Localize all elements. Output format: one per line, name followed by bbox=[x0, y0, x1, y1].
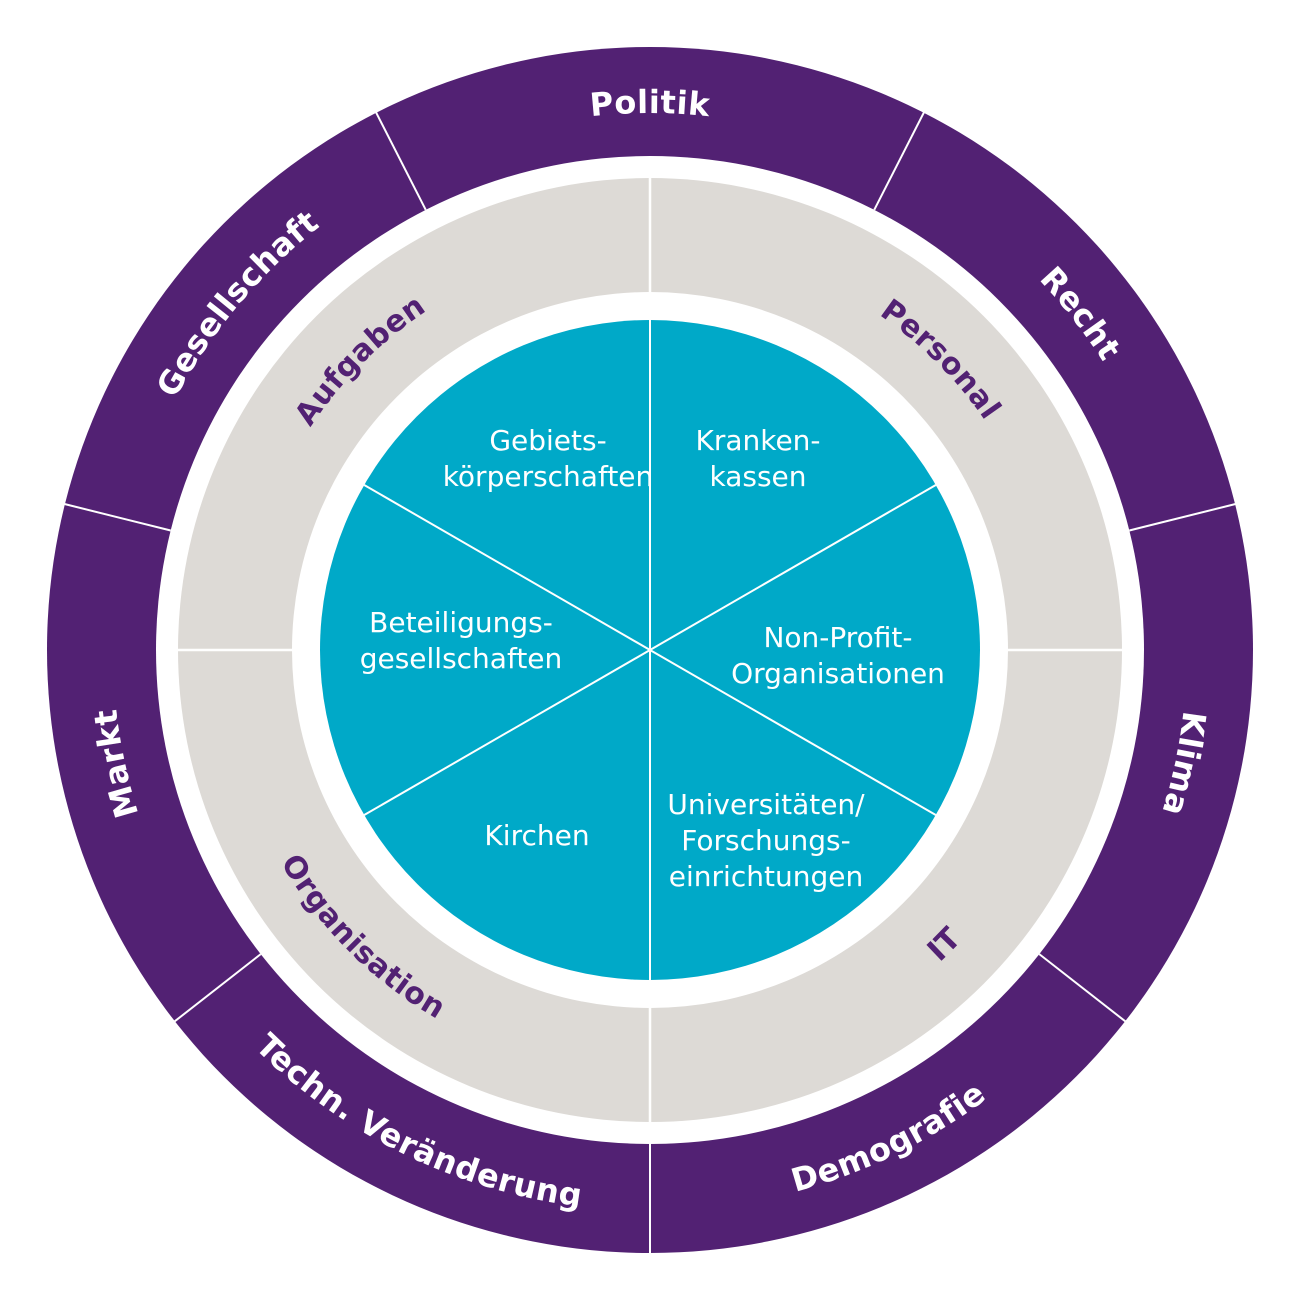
inner-label-line: Non-Profit- bbox=[763, 621, 912, 654]
inner-label-line: gesellschaften bbox=[360, 642, 563, 675]
inner-divider bbox=[649, 484, 937, 651]
inner-circle bbox=[320, 320, 980, 980]
inner-label-line: Organisationen bbox=[731, 657, 945, 690]
inner-label-non-profit-organisationen: Non-Profit-Organisationen bbox=[731, 621, 945, 690]
outer-divider bbox=[374, 110, 427, 211]
inner-label-line: Forschungs- bbox=[681, 824, 850, 857]
inner-label-line: körperschaften bbox=[443, 460, 654, 493]
outer-divider bbox=[1129, 502, 1238, 532]
inner-label-kranken-kassen: Kranken-kassen bbox=[695, 424, 820, 493]
inner-label-line: Universitäten/ bbox=[667, 788, 865, 821]
inner-label-line: kassen bbox=[709, 460, 806, 493]
outer-divider bbox=[1038, 953, 1128, 1024]
inner-label-universitaeten-forschungs-einrichtungen: Universitäten/Forschungs-einrichtungen bbox=[667, 788, 865, 893]
inner-label-line: einrichtungen bbox=[669, 860, 863, 893]
outer-label-politik-path: Politik bbox=[588, 83, 711, 124]
inner-divider bbox=[649, 649, 937, 816]
outer-divider bbox=[62, 502, 171, 532]
inner-label-kirchen: Kirchen bbox=[484, 819, 589, 852]
outer-divider bbox=[172, 953, 262, 1024]
inner-divider bbox=[363, 649, 651, 816]
outer-divider bbox=[873, 110, 926, 211]
inner-label-line: Kirchen bbox=[484, 819, 589, 852]
inner-label-line: Gebiets- bbox=[489, 424, 606, 457]
inner-divider bbox=[363, 484, 651, 651]
inner-label-line: Beteiligungs- bbox=[369, 606, 553, 639]
outer-label-politik: Politik bbox=[588, 83, 712, 124]
inner-label-gebiets-koerperschaften: Gebiets-körperschaften bbox=[443, 424, 654, 493]
inner-label-line: Kranken- bbox=[695, 424, 820, 457]
inner-label-beteiligungs-gesellschaften: Beteiligungs-gesellschaften bbox=[360, 606, 563, 675]
